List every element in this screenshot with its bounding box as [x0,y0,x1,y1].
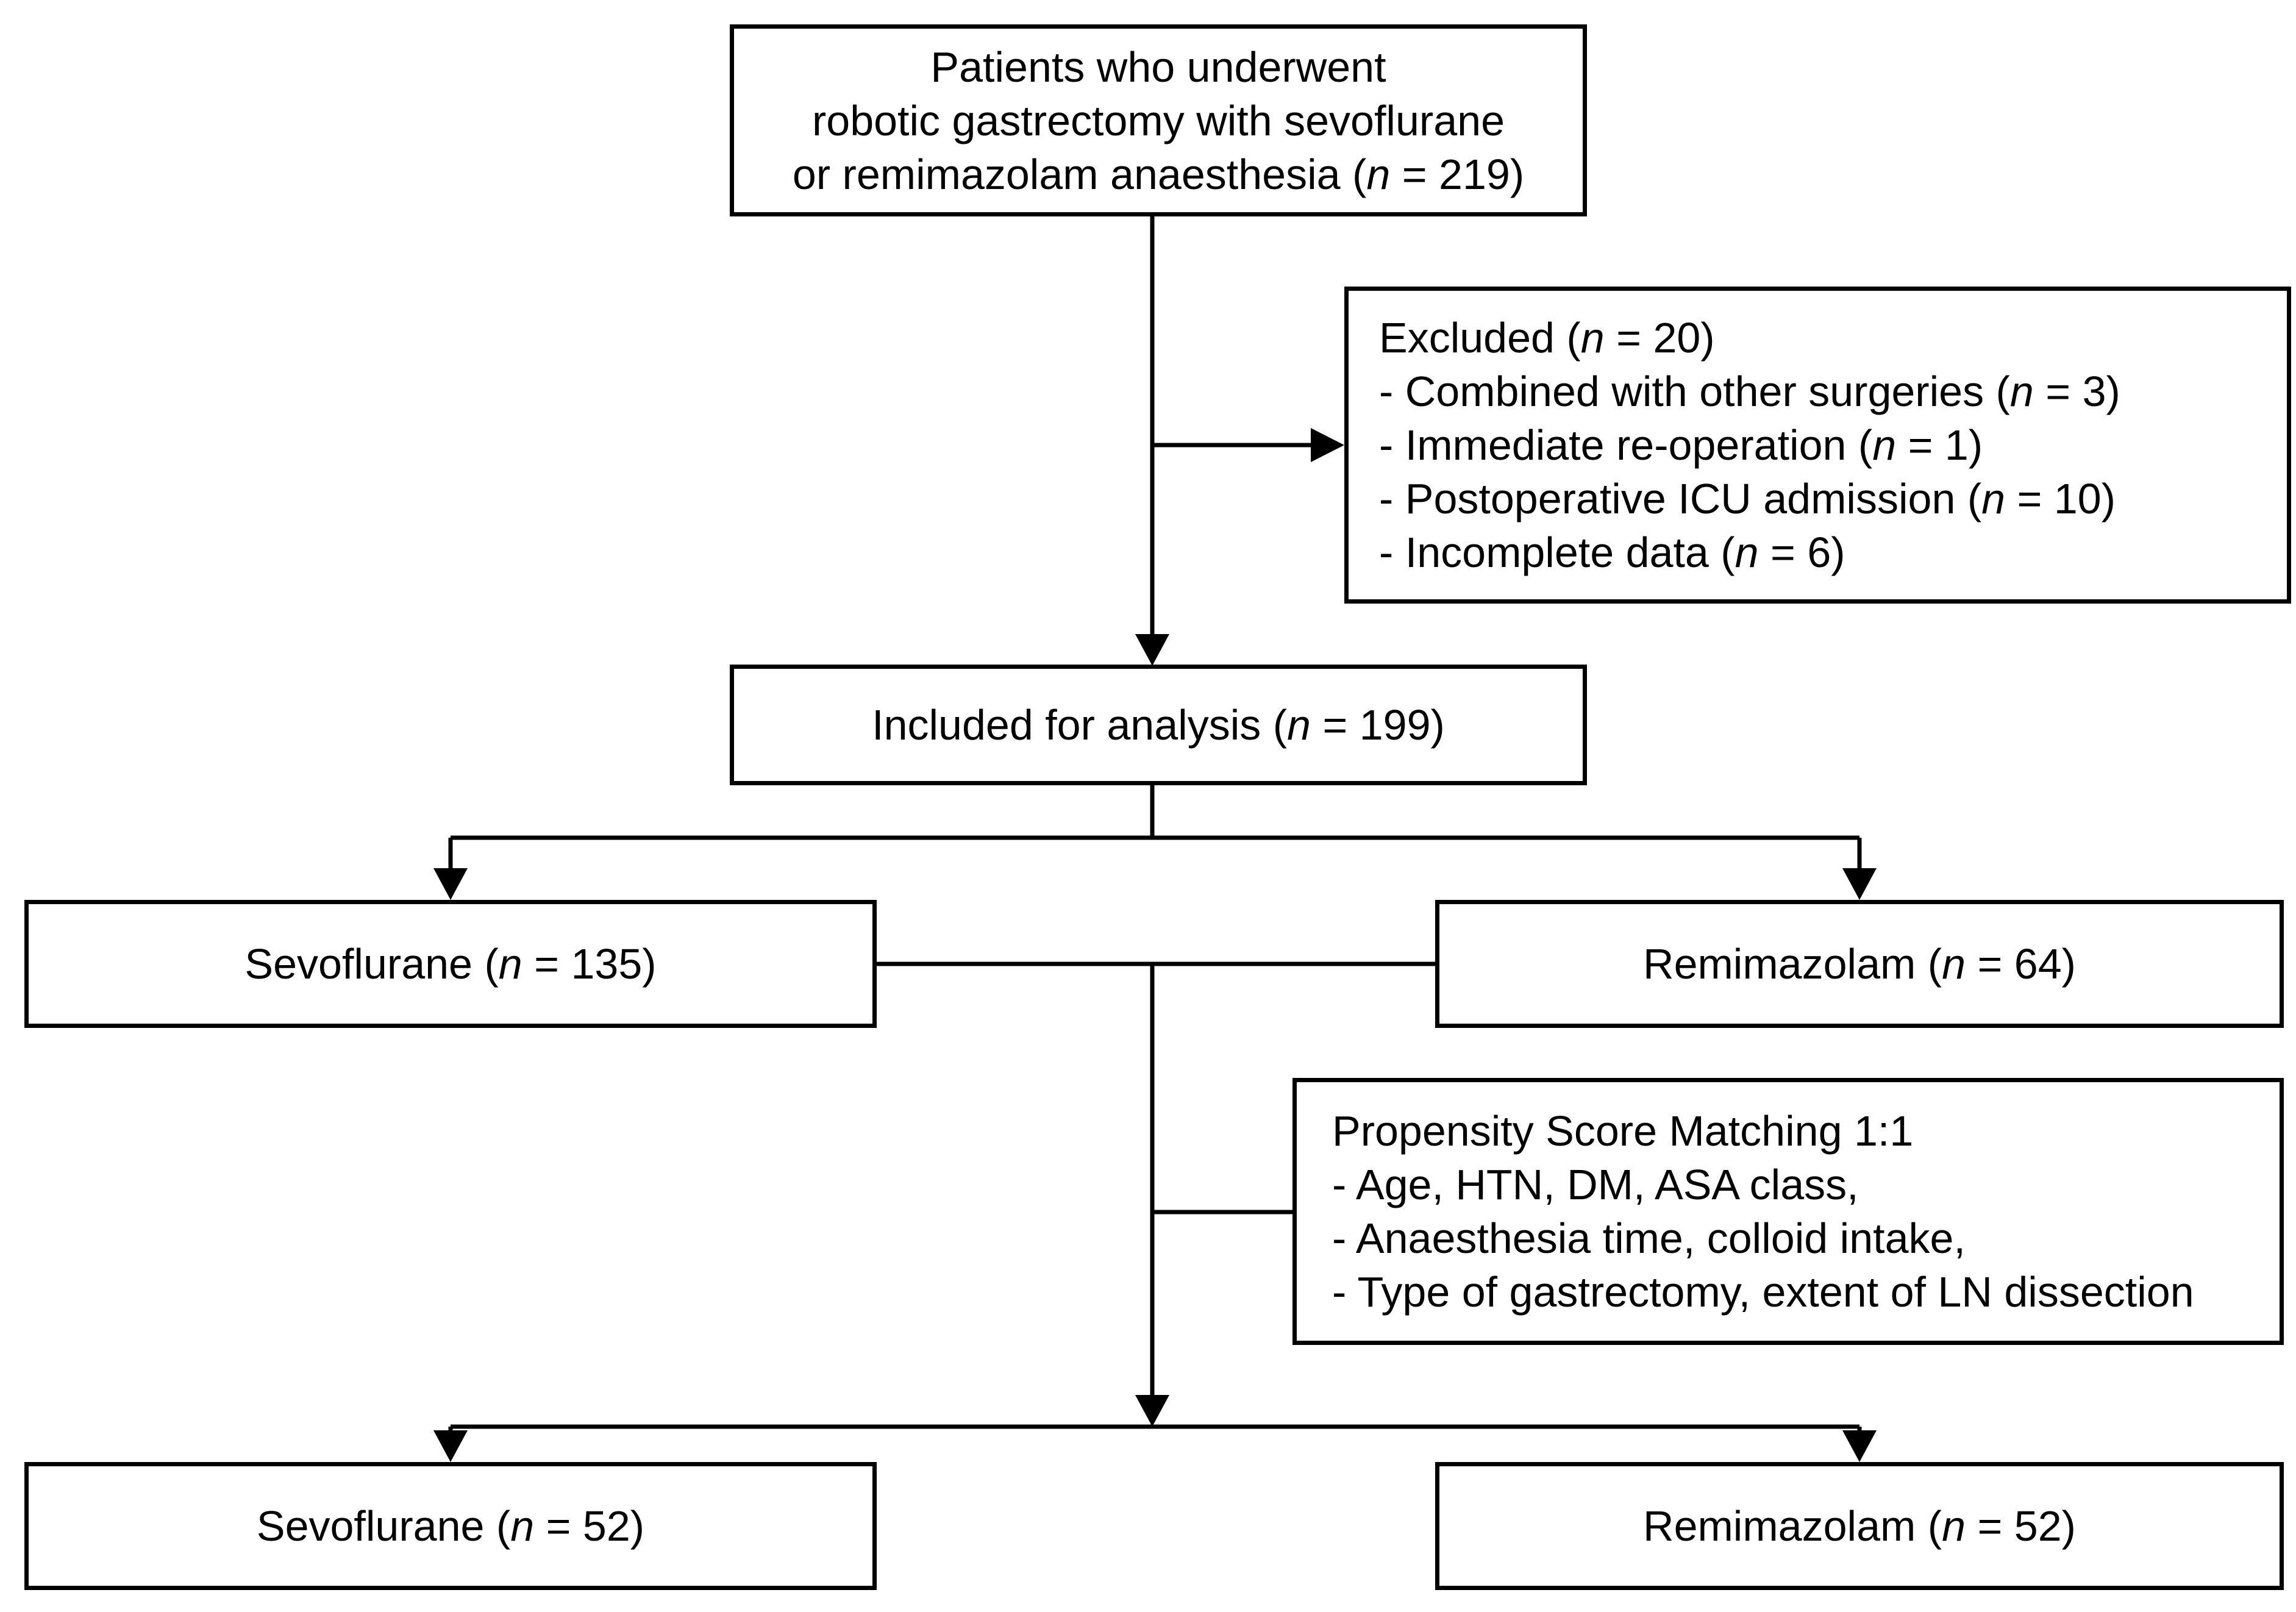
excluded-item: - Incomplete data (n = 6) [1379,529,1845,576]
initial-cohort-line3: or remimazolam anaesthesia (n = 219) [792,150,1525,198]
box-remimazolam-matched: Remimazolam (n = 52) [1435,1462,2284,1590]
psm-item: - Age, HTN, DM, ASA class, [1332,1161,1859,1208]
initial-cohort-line2: robotic gastrectomy with sevoflurane [811,96,1505,144]
box-included: Included for analysis (n = 199) [730,665,1587,785]
arrowhead-into-sevoflurane-matched [433,1430,468,1462]
arrowhead-into-sevoflurane [433,868,468,900]
arrowhead-into-included [1135,634,1169,666]
excluded-item: - Immediate re-operation (n = 1) [1379,421,1983,469]
sevoflurane-matched-label: Sevoflurane (n = 52) [256,1502,645,1550]
psm-item: - Anaesthesia time, colloid intake, [1332,1214,1966,1262]
arrowhead-into-matched-split [1135,1395,1169,1427]
excluded-item: - Combined with other surgeries (n = 3) [1379,368,2120,415]
box-initial-cohort: Patients who underwent robotic gastrecto… [730,24,1587,216]
excluded-title: Excluded (n = 20) [1379,314,1715,362]
arrowhead-into-excluded [1311,428,1344,462]
arrowhead-into-remimazolam [1842,868,1877,900]
psm-title: Propensity Score Matching 1:1 [1332,1107,1914,1155]
excluded-item: - Postoperative ICU admission (n = 10) [1379,475,2116,522]
psm-item: - Type of gastrectomy, extent of LN diss… [1332,1268,2194,1316]
box-propensity-score-matching: Propensity Score Matching 1:1 - Age, HTN… [1292,1078,2284,1345]
remimazolam-matched-label: Remimazolam (n = 52) [1643,1502,2076,1550]
initial-cohort-line1: Patients who underwent [930,43,1386,91]
box-excluded: Excluded (n = 20) - Combined with other … [1344,287,2291,604]
remimazolam-group-label: Remimazolam (n = 64) [1643,940,2076,988]
box-sevoflurane-group: Sevoflurane (n = 135) [24,900,877,1028]
included-label: Included for analysis (n = 199) [872,701,1445,749]
arrowhead-into-remimazolam-matched [1842,1430,1877,1462]
box-sevoflurane-matched: Sevoflurane (n = 52) [24,1462,877,1590]
box-remimazolam-group: Remimazolam (n = 64) [1435,900,2284,1028]
sevoflurane-group-label: Sevoflurane (n = 135) [244,940,657,988]
